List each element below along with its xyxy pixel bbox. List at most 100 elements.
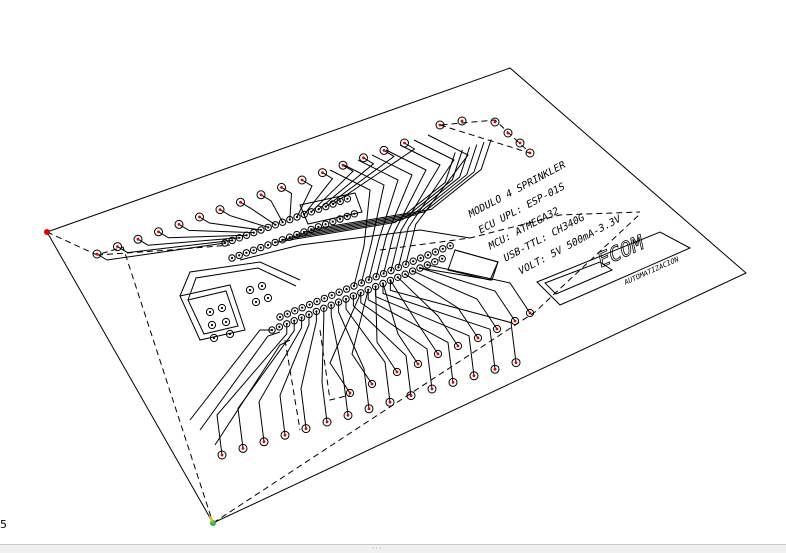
trace [343,164,385,284]
drill-point [375,275,378,278]
drill-point [301,306,304,309]
drill-point [274,223,277,226]
pad [379,279,387,288]
pad [235,251,243,260]
trace [383,149,427,274]
drill-point [300,178,304,182]
pad [364,404,374,414]
pad [290,317,298,325]
pad [207,320,217,330]
pad [357,289,365,297]
pad [174,219,184,229]
drill-point [359,291,362,294]
drill-point [198,215,201,219]
drill-point [382,272,385,275]
pad [413,359,423,369]
pad [278,236,287,244]
pad [435,120,445,130]
drill-point [241,447,245,450]
pad [298,304,306,312]
drill-point [220,306,224,310]
trace [419,249,499,281]
trace [360,292,433,390]
pad [313,297,321,306]
resize-grip-icon[interactable]: ··· [372,544,383,553]
trace [296,144,478,236]
pad [406,391,416,401]
drill-point [396,276,399,279]
trace [289,147,471,238]
pad [286,215,294,224]
pad [322,417,332,427]
drill-point [436,352,440,356]
pad [427,384,437,394]
drill-point [382,149,386,152]
drill-point [404,263,407,266]
drill-point [362,156,365,160]
pad [322,202,330,211]
drill-point [412,260,415,263]
trace [367,289,454,383]
drill-point [270,328,274,332]
pad [357,279,366,287]
drill-point [315,300,319,303]
trace [345,299,391,403]
pad [515,138,525,148]
drill-point [337,301,340,304]
trace [412,270,498,330]
pad [256,190,266,200]
pad [409,257,417,265]
trace [311,139,492,230]
drill-point [367,288,370,291]
pad [394,273,402,281]
trace [427,264,531,314]
drill-point [388,400,392,404]
trace [375,286,398,373]
pad [268,326,276,334]
pad [307,208,316,216]
drill-point [278,325,281,328]
pad [293,230,301,239]
pad [236,197,245,207]
drill-point [262,440,266,444]
trace [357,159,399,280]
drill-point [323,297,326,300]
pad [329,200,337,208]
drill-point [513,319,517,323]
drill-point [317,208,320,211]
pad [446,242,454,250]
pad [469,371,479,381]
pad [492,324,502,334]
pad [372,273,380,281]
trace [330,305,349,416]
pad [276,313,284,321]
drill-point [302,230,306,234]
pad [275,323,284,331]
drill-point [449,244,452,247]
trace [405,134,469,265]
drill-point [339,200,342,203]
trace [199,331,281,431]
drill-point [317,225,320,228]
trace [329,292,362,394]
trace [258,317,303,442]
pad [342,295,350,303]
drill-point [426,253,430,257]
pad [379,269,388,278]
drill-point [260,284,264,288]
drill-point [389,279,392,282]
drill-point [495,327,499,331]
drill-point [430,387,434,391]
trace [352,295,412,396]
pad [245,285,255,295]
pad [305,300,314,309]
trace [216,323,288,456]
drill-point [293,319,296,322]
trace [311,164,354,213]
trace [303,141,485,233]
drill-point [223,241,227,245]
drill-point [518,141,522,145]
pad [217,303,227,313]
